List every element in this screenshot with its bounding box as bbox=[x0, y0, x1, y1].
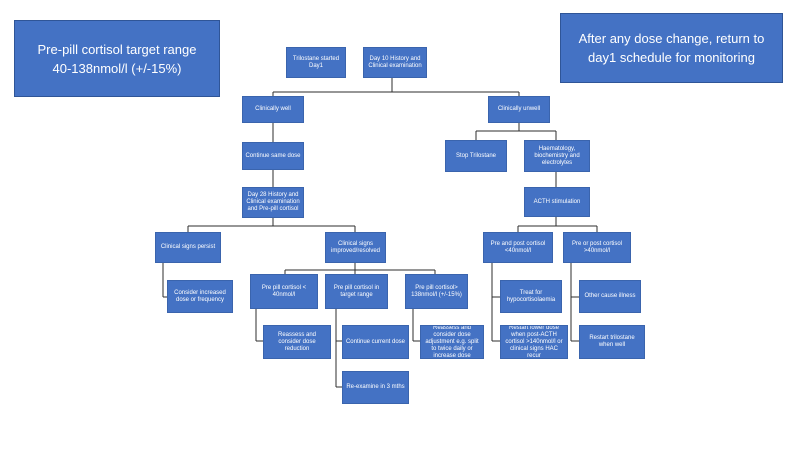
node-clinical-signs-persist: Clinical signs persist bbox=[155, 232, 221, 263]
node-restart-lower-dose: Restart lower dose when post-ACTH cortis… bbox=[500, 325, 568, 359]
node-restart-when-well: Restart trilostane when well bbox=[579, 325, 645, 359]
node-reassess-dose-reduction: Reassess and consider dose reduction bbox=[263, 325, 331, 359]
node-pre-gt138: Pre pill cortisol> 138nmol/l (+/-15%) bbox=[405, 274, 468, 309]
node-continue-current-dose: Continue current dose bbox=[342, 325, 409, 359]
node-pre-post-lt40: Pre and post cortisol <40nmol/l bbox=[483, 232, 553, 263]
node-pre-in-range: Pre pill cortisol in target range bbox=[325, 274, 388, 309]
node-stop-trilostane: Stop Trilostane bbox=[445, 140, 507, 172]
node-reassess-dose-adjustment: Reassess and consider dose adjustment e.… bbox=[420, 325, 484, 359]
node-acth-stimulation: ACTH stimulation bbox=[524, 187, 590, 217]
node-day10-history: Day 10 History and Clinical examination bbox=[363, 47, 427, 78]
node-reexamine-3-months: Re-examine in 3 mths bbox=[342, 371, 409, 404]
node-pre-lt40: Pre pill cortisol < 40nmol/l bbox=[250, 274, 318, 309]
dose-change-note: After any dose change, return to day1 sc… bbox=[560, 13, 783, 83]
node-continue-same-dose: Continue same dose bbox=[242, 142, 304, 170]
node-consider-increased-dose: Consider increased dose or frequency bbox=[167, 280, 233, 313]
node-treat-hypocortisolaemia: Treat for hypocortisolaemia bbox=[500, 280, 562, 313]
target-range-note: Pre-pill cortisol target range 40-138nmo… bbox=[14, 20, 220, 97]
node-clinically-unwell: Clinically unwell bbox=[488, 96, 550, 123]
node-day28-history: Day 28 History and Clinical examination … bbox=[242, 187, 304, 218]
node-other-cause-illness: Other cause illness bbox=[579, 280, 641, 313]
node-haematology: Haematology, biochemistry and electrolyt… bbox=[524, 140, 590, 172]
node-pre-or-post-gt40: Pre or post cortisol >40nmol/l bbox=[563, 232, 631, 263]
node-clinically-well: Clinically well bbox=[242, 96, 304, 123]
node-trilostane-started: Trilostane started Day1 bbox=[286, 47, 346, 78]
node-clinical-signs-improved: Clinical signs improved/resolved bbox=[325, 232, 386, 263]
